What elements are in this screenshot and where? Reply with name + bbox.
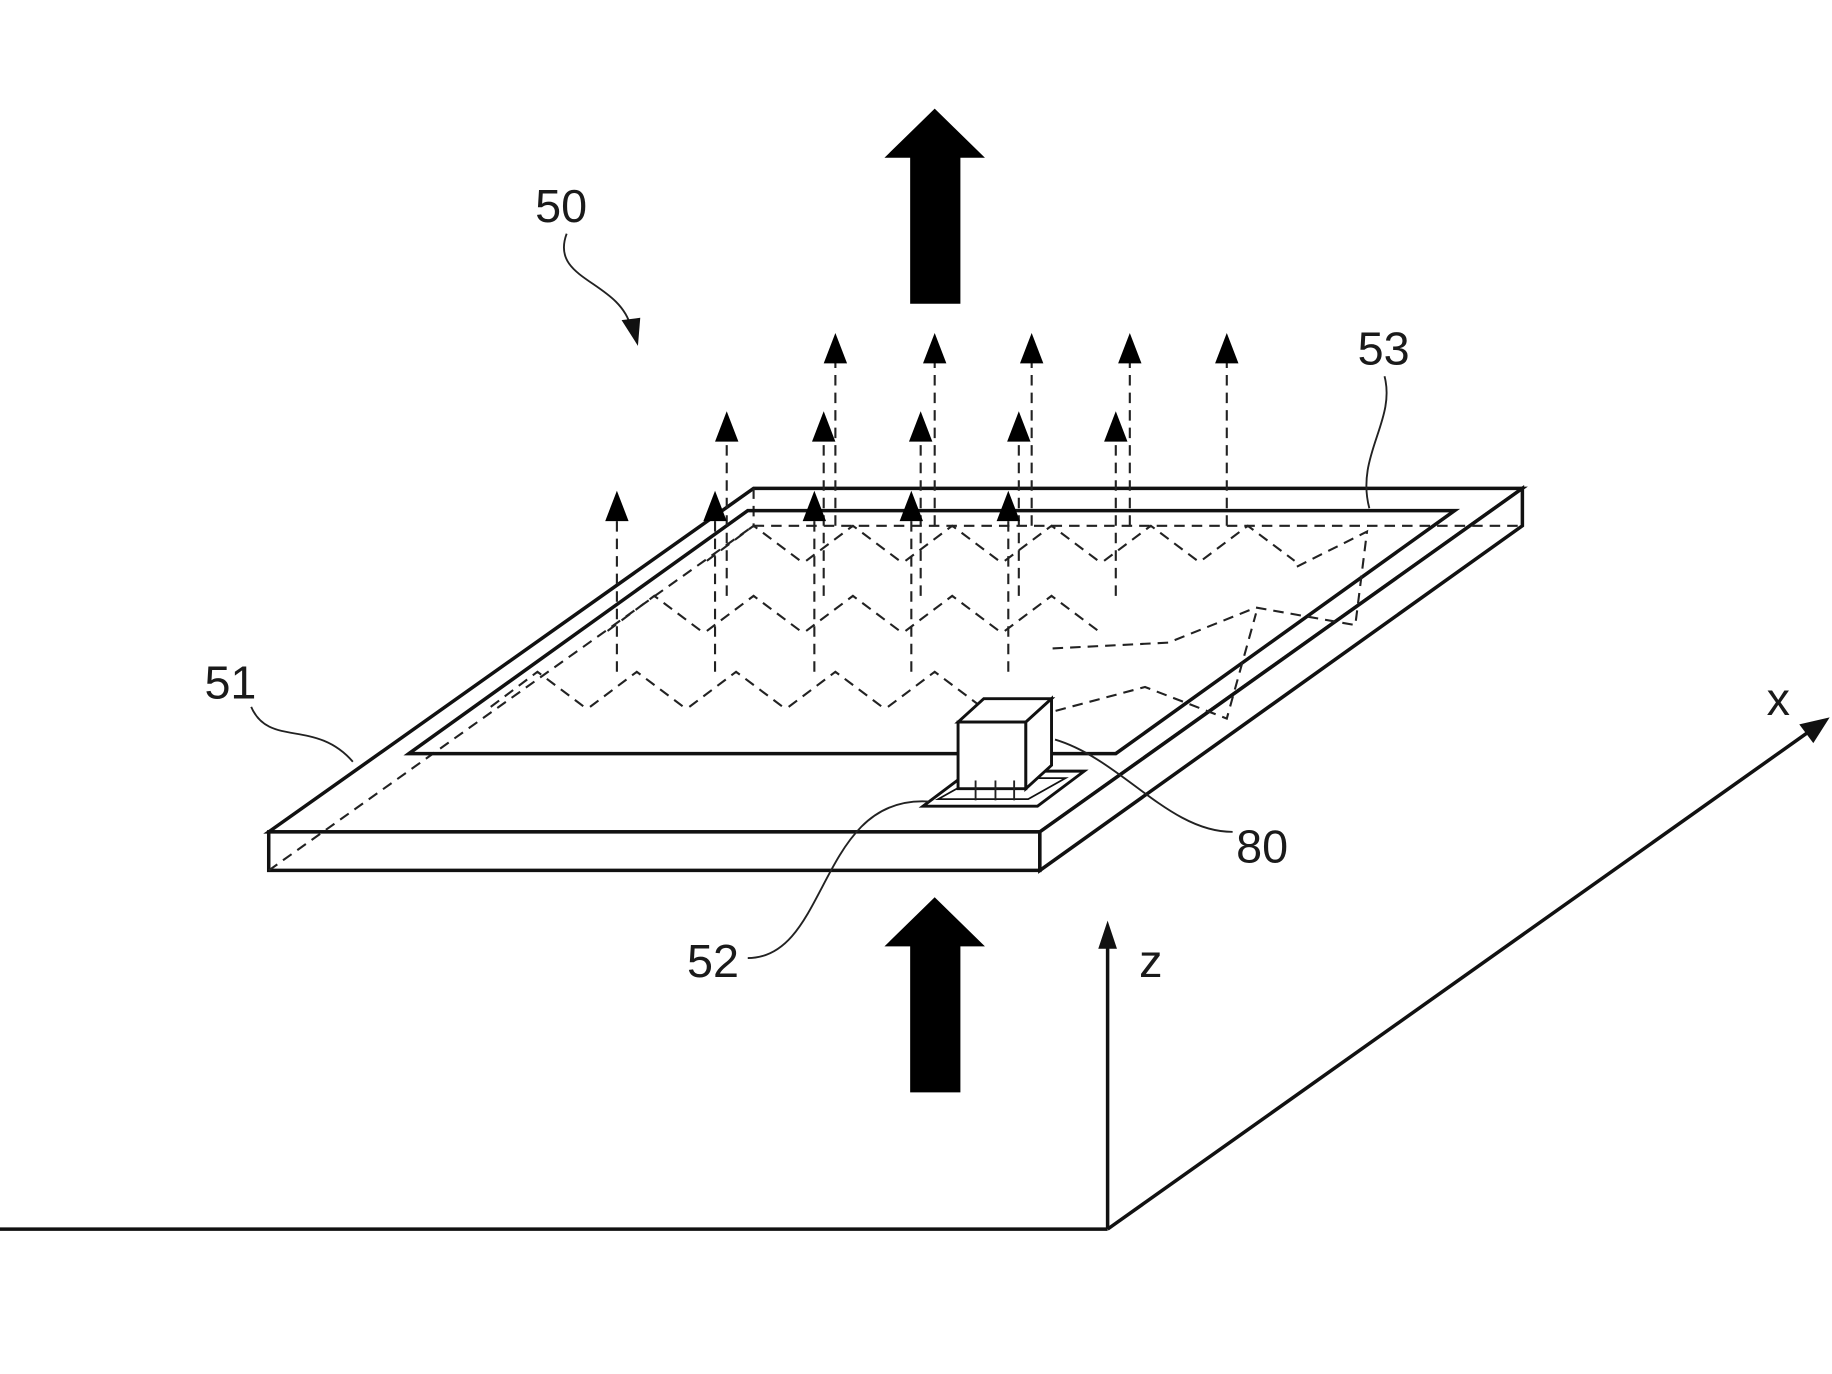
arrowhead-icon [703,490,727,522]
leader-53 [1365,375,1388,509]
emission-arrow [1215,332,1239,526]
label-52: 52 [687,935,739,987]
emission-arrow [923,332,947,526]
emission-arrow [703,490,727,672]
arrowhead-icon [823,332,848,364]
arrowhead-icon [812,411,836,442]
arrowhead-icon [996,490,1020,522]
leader-52 [747,800,929,959]
emission-arrow [1118,332,1142,526]
emission-arrow [1019,332,1044,526]
emission-arrow [1104,411,1128,596]
x-axis [1106,728,1812,1231]
label-53: 53 [1358,323,1410,375]
arrowhead-icon [605,490,629,522]
emission-arrow [1007,411,1031,596]
light-path-zigzag [1004,613,1258,726]
label-51: 51 [204,657,256,709]
arrowhead-icon [802,490,827,522]
leader-51 [250,706,354,763]
emission-arrow [899,490,924,672]
light-path-pattern [490,524,1369,726]
arrowhead-icon [899,490,924,522]
module [954,695,1056,801]
arrowhead-icon [1118,332,1142,364]
label-x-axis: x [1767,673,1790,725]
coordinate-axes [0,717,1830,1231]
emission-arrow [605,490,629,672]
arrowhead-icon [1104,411,1128,442]
big-arrow-bottom [884,897,985,1093]
label-z-axis: z [1139,935,1162,987]
emission-arrows [605,332,1239,672]
label-80: 80 [1236,820,1288,872]
leader-lines [250,233,1388,959]
z-axis-arrowhead-icon [1098,920,1117,949]
arrowhead-icon [908,411,933,442]
arrowhead-icon [1215,332,1239,364]
arrowhead-icon [715,411,739,442]
label-50: 50 [535,180,587,232]
arrowhead-icon [1019,332,1044,364]
inner-frame [403,508,1461,756]
leader-80 [1054,738,1233,833]
light-path-zigzag [490,670,983,708]
emission-arrow [715,411,739,596]
light-path-zigzag [606,594,1099,632]
emission-arrow [996,490,1020,672]
leader-50-arrowhead-icon [621,317,641,346]
arrowhead-icon [1007,411,1031,442]
light-guide-plate [263,484,1528,874]
light-path-zigzag [1051,529,1369,650]
arrowhead-icon [923,332,947,364]
x-axis-arrowhead-icon [1799,717,1830,744]
emission-arrow [802,490,827,672]
emission-arrow [823,332,848,526]
leader-50 [563,233,632,328]
big-arrow-top [884,108,985,304]
